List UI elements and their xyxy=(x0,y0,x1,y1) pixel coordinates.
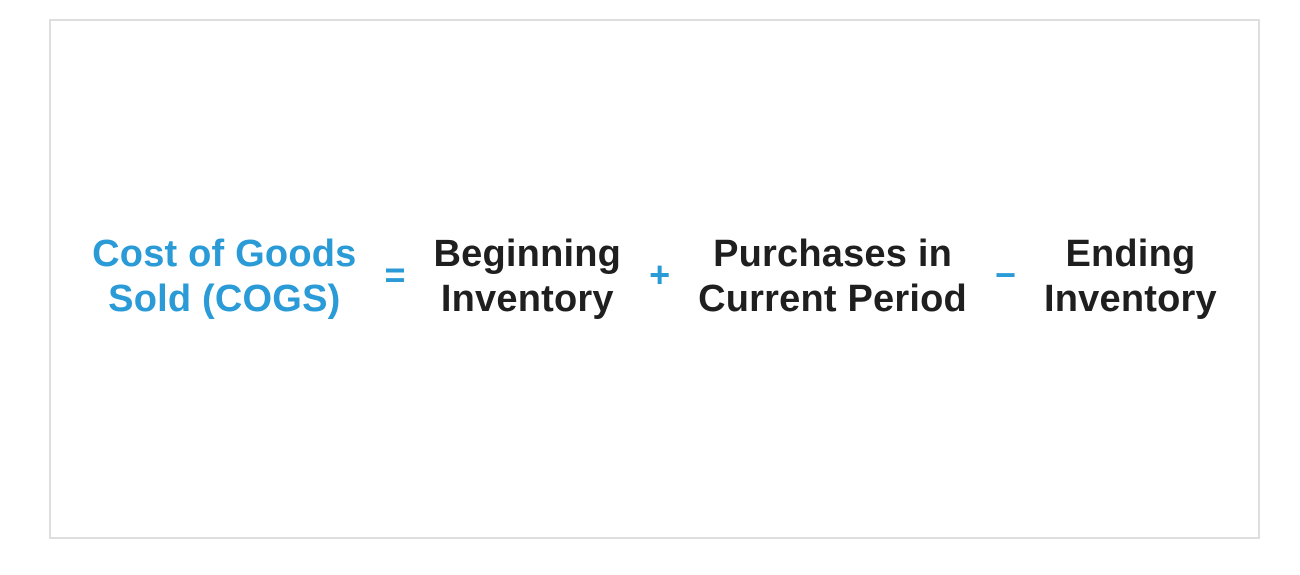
term-purchases-line1: Purchases in xyxy=(713,233,953,275)
term-cogs: Cost of Goods Sold (COGS) xyxy=(92,232,356,322)
term-ending-line1: Ending xyxy=(1065,233,1196,275)
term-purchases-line2: Current Period xyxy=(698,278,967,320)
term-cogs-line2: Sold (COGS) xyxy=(108,278,341,320)
term-cogs-line1: Cost of Goods xyxy=(92,233,357,275)
term-ending-inventory: Ending Inventory xyxy=(1044,232,1217,322)
term-beginning-inventory: Beginning Inventory xyxy=(434,232,622,322)
term-ending-line2: Inventory xyxy=(1044,278,1217,320)
equals-operator: = xyxy=(384,254,406,295)
term-beginning-line2: Inventory xyxy=(440,278,614,320)
cogs-formula: Cost of Goods Sold (COGS) = Beginning In… xyxy=(92,232,1217,322)
formula-frame: Cost of Goods Sold (COGS) = Beginning In… xyxy=(49,19,1260,539)
term-purchases: Purchases in Current Period xyxy=(698,232,967,322)
plus-operator: + xyxy=(649,254,671,295)
term-beginning-line1: Beginning xyxy=(433,233,622,275)
minus-operator: − xyxy=(994,254,1016,295)
